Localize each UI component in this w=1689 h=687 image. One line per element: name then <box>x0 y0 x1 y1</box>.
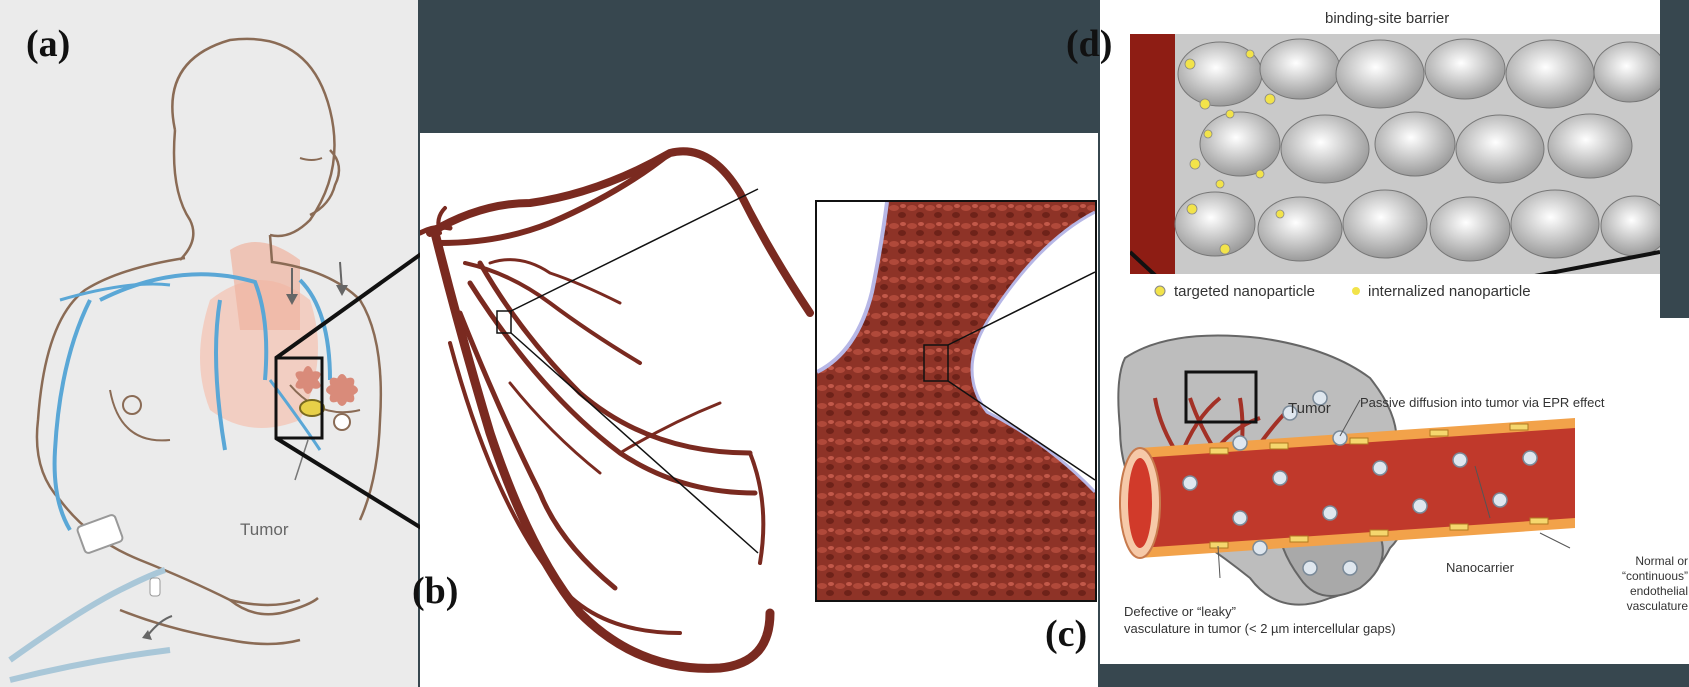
panel-b-label: (b) <box>412 569 458 613</box>
internalized-nanoparticle-icon <box>1350 285 1362 297</box>
panel-d-label: (d) <box>1066 22 1112 66</box>
defective-label-1: Defective or “leaky” <box>1124 604 1236 619</box>
passive-diffusion-label: Passive diffusion into tumor via EPR eff… <box>1360 395 1604 410</box>
binding-site-field <box>1130 34 1660 274</box>
normal-vasculature-label: Normal or “continuous” endothelial vascu… <box>1578 554 1688 614</box>
panel-d: binding-site barrier <box>1100 0 1660 318</box>
panel-c <box>815 200 1097 602</box>
vessel-magnified <box>817 202 1095 600</box>
defective-label-2: vasculature in tumor (< 2 µm intercellul… <box>1124 621 1396 636</box>
panel-d-title: binding-site barrier <box>1325 10 1449 27</box>
panel-c-label: (c) <box>1045 612 1087 656</box>
nanocarrier-label: Nanocarrier <box>1446 560 1514 575</box>
legend-internalized: internalized nanoparticle <box>1368 283 1531 300</box>
tumor-label-e: Tumor <box>1288 400 1331 417</box>
legend-targeted: targeted nanoparticle <box>1174 283 1315 300</box>
panel-e: Tumor Passive diffusion into tumor via E… <box>1100 318 1689 664</box>
targeted-nanoparticle-icon <box>1152 283 1168 299</box>
